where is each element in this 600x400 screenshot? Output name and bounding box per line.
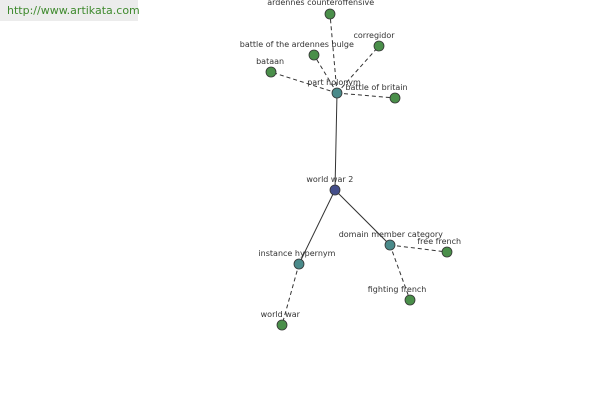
- edge-world-war-2-to-instance-hypernym: [298, 189, 336, 265]
- node-world-war-2[interactable]: world war 2: [306, 175, 353, 196]
- node-label-part-holonym: part holonym: [307, 78, 361, 87]
- node-fighting-french[interactable]: fighting french: [368, 285, 427, 306]
- edge-domain-member-category-to-free-french: [389, 244, 448, 253]
- node-label-bataan: bataan: [256, 57, 284, 66]
- node-circle-battle-of-the-ardennes-bulge[interactable]: [308, 49, 320, 61]
- node-label-free-french: free french: [417, 237, 461, 246]
- edge-part-holonym-to-battle-of-the-ardennes-bulge: [313, 54, 338, 94]
- node-world-war[interactable]: world war: [261, 310, 301, 331]
- node-instance-hypernym[interactable]: instance hypernym: [258, 249, 336, 270]
- edge-instance-hypernym-to-world-war: [281, 263, 300, 326]
- node-circle-part-holonym[interactable]: [331, 87, 343, 99]
- node-free-french[interactable]: free french: [417, 237, 461, 258]
- node-circle-world-war-2[interactable]: [329, 184, 341, 196]
- graph-edges: [270, 13, 448, 326]
- node-label-world-war: world war: [261, 310, 301, 319]
- node-domain-member-category[interactable]: domain member category: [339, 230, 443, 251]
- edge-part-holonym-to-battle-of-britain: [336, 92, 396, 99]
- node-bataan[interactable]: bataan: [256, 57, 284, 78]
- node-label-corregidor: corregidor: [354, 31, 396, 40]
- node-label-battle-of-the-ardennes-bulge: battle of the ardennes bulge: [240, 40, 354, 49]
- node-battle-of-the-ardennes-bulge[interactable]: battle of the ardennes bulge: [240, 40, 354, 61]
- node-corregidor[interactable]: corregidor: [354, 31, 396, 52]
- node-circle-world-war[interactable]: [276, 319, 288, 331]
- node-circle-battle-of-britain[interactable]: [389, 92, 401, 104]
- node-circle-instance-hypernym[interactable]: [293, 258, 305, 270]
- node-label-domain-member-category: domain member category: [339, 230, 443, 239]
- edge-part-holonym-to-ardennes-counteroffensive: [329, 13, 338, 94]
- edge-world-war-2-to-domain-member-category: [334, 189, 391, 246]
- node-battle-of-britain[interactable]: battle of britain: [345, 83, 408, 104]
- edge-domain-member-category-to-fighting-french: [389, 244, 411, 301]
- node-label-instance-hypernym: instance hypernym: [258, 249, 335, 258]
- edge-world-war-2-to-part-holonym: [334, 92, 338, 191]
- node-circle-fighting-french[interactable]: [404, 294, 416, 306]
- node-label-battle-of-britain: battle of britain: [345, 83, 407, 92]
- node-label-world-war-2: world war 2: [306, 175, 353, 184]
- node-ardennes-counteroffensive[interactable]: ardennes counteroffensive: [267, 0, 374, 20]
- node-circle-free-french[interactable]: [441, 246, 453, 258]
- graph-nodes: world war 2 part holonym instance hypernym…: [240, 0, 461, 331]
- node-circle-corregidor[interactable]: [373, 40, 385, 52]
- node-part-holonym[interactable]: part holonym: [307, 78, 361, 99]
- node-circle-ardennes-counteroffensive[interactable]: [324, 8, 336, 20]
- node-label-ardennes-counteroffensive: ardennes counteroffensive: [267, 0, 374, 7]
- node-circle-bataan[interactable]: [265, 66, 277, 78]
- node-circle-domain-member-category[interactable]: [384, 239, 396, 251]
- edge-part-holonym-to-bataan: [270, 71, 338, 94]
- site-url-banner[interactable]: http://www.artikata.com: [0, 0, 140, 21]
- node-label-fighting-french: fighting french: [368, 285, 427, 294]
- edge-part-holonym-to-corregidor: [336, 45, 380, 94]
